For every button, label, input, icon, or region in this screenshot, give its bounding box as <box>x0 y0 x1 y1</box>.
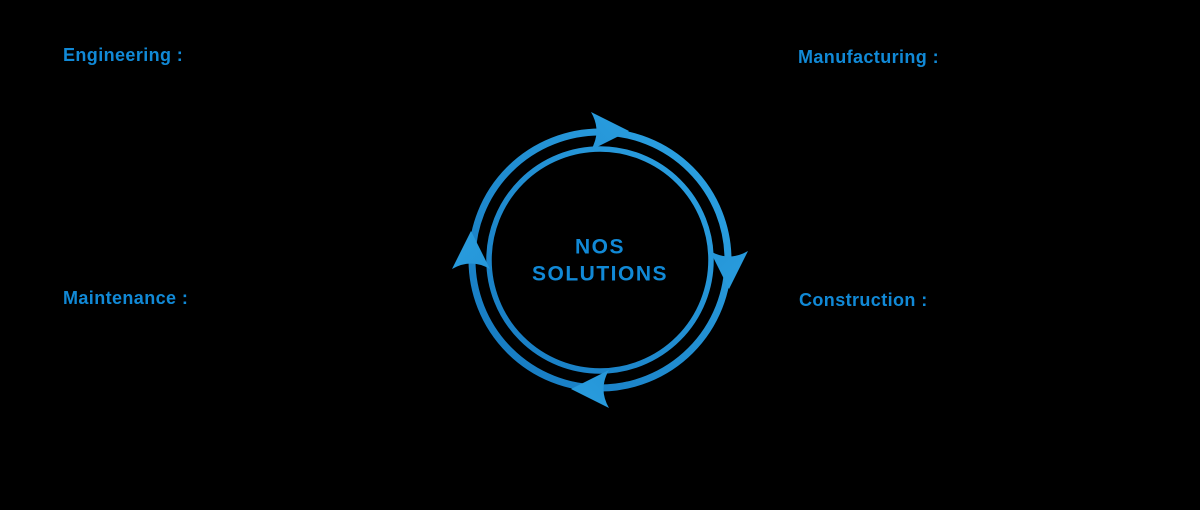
label-manufacturing: Manufacturing : <box>798 47 939 67</box>
center-title: NOS SOLUTIONS <box>532 234 668 289</box>
label-maintenance: Maintenance : <box>63 288 189 308</box>
inner-ring <box>486 146 714 374</box>
arrow-left-icon <box>452 231 490 269</box>
center-title-line2: SOLUTIONS <box>531 263 669 286</box>
arrow-bottom-icon <box>571 370 609 408</box>
arrow-top-icon <box>591 112 629 150</box>
arrow-right-icon <box>710 251 748 289</box>
label-engineering: Engineering : <box>63 45 184 65</box>
label-construction: Construction : <box>799 290 928 310</box>
center-title-line1: NOS <box>574 235 626 259</box>
